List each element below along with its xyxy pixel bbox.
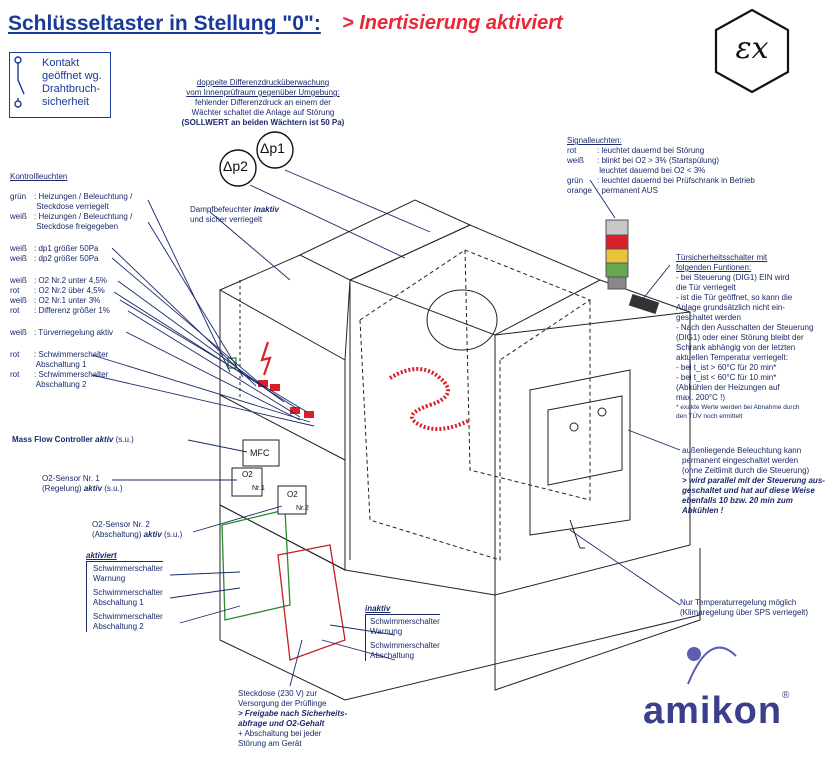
ex-hexagon [714,8,790,94]
pressure-note: doppelte Differenzdrucküberwachung vom I… [181,78,345,127]
list-item: weiß: dp2 größer 50Pa [10,254,99,263]
float-inactive-note: inaktiv Schwimmerschalter Warnung Schwim… [365,604,440,661]
lighting-note: außenliegende Beleuchtung kann permanent… [682,446,825,515]
o2-sensor-1-box-top: O2 [242,470,253,479]
list-item: grün: leuchtet dauernd bei Prüfschrank i… [567,176,755,185]
brand-logo: amikon® [643,690,791,732]
green-float-box [221,509,291,621]
list-item: weiß: Türverriegelung aktiv [10,328,113,337]
o2-sensor-2-box-top: O2 [287,490,298,499]
list-item: Abschaltung 1 [34,360,87,369]
dp2-label: Δp2 [223,158,248,174]
list-item: weiß: dp1 größer 50Pa [10,244,99,253]
red-socket-box [277,544,346,661]
mfc-note: Mass Flow Controller aktiv (s.u.) [12,435,134,444]
door-window [529,369,631,536]
o2-sensor-2-box-bottom: Nr.2 [296,505,309,512]
status-title: > Inertisierung aktiviert [342,12,563,34]
list-item: rot: Differenz größer 1% [10,306,110,315]
list-item: rot: leuchtet dauernd bei Störung [567,146,705,155]
list-item: Abschaltung 2 [34,380,87,389]
mfc-box-label: MFC [250,448,270,458]
o2-sensor-1-box-bottom: Nr.1 [252,485,265,492]
dp1-label: Δp1 [260,140,285,156]
page-title: Schlüsseltaster in Stellung "0": [8,12,321,35]
signal-lights: Signalleuchten: rot: leuchtet dauernd be… [567,136,755,195]
o2-sensor-1-note: O2-Sensor Nr. 1 (Regelung) aktiv (s.u.) [42,474,123,493]
list-item: weiß: blinkt bei O2 > 3% (Startspülung) [567,156,720,165]
steam-humidifier-note: Dampfbefeuchter inaktiv und sicher verri… [190,205,279,224]
list-item: Steckdose verriegelt [34,202,109,211]
contact-note-box [9,52,111,118]
list-item: grün: Heizungen / Beleuchtung / [10,192,133,201]
list-item: rot: O2 Nr.2 über 4,5% [10,286,105,295]
control-cabinet [219,289,346,571]
float-active-note: aktiviert Schwimmerschalter Warnung Schw… [86,551,163,632]
list-item: weiß: O2 Nr.2 unter 4,5% [10,276,107,285]
control-lights-heading: Kontrollleuchten [10,172,68,181]
list-item: rot: Schwimmerschalter [10,350,109,359]
switch-contact-icon [14,56,25,108]
socket-note: Steckdose (230 V) zur Versorgung der Prü… [238,689,348,748]
o2-sensor-2-note: O2-Sensor Nr. 2 (Abschaltung) aktiv (s.u… [92,520,183,539]
list-item: Steckdose freigegeben [34,222,119,231]
door-switch-note: Türsicherheitsschalter mit folgenden Fun… [676,253,814,420]
contact-note-text: Kontakt geöffnet wg. Drahtbruch- sicherh… [42,57,102,108]
list-item: orange: permanent AUS [567,186,658,195]
brand-swoosh-icon [687,646,737,685]
control-lights: Kontrollleuchten grün: Heizungen / Beleu… [10,172,132,390]
list-item: weiß: O2 Nr.1 unter 3% [10,296,101,305]
heater-coil [388,367,471,431]
signal-tower [605,219,629,290]
test-chamber [348,224,602,336]
lightning-icon [260,341,272,376]
ex-mark: εx [735,31,769,66]
list-item: weiß: Heizungen / Beleuchtung / [10,212,133,221]
door-switch [628,293,660,315]
temperature-control-note: Nur Temperaturregelung möglich (Klimareg… [680,598,809,617]
list-item: leuchtet dauernd bei O2 < 3% [597,166,706,175]
list-item: rot: Schwimmerschalter [10,370,109,379]
